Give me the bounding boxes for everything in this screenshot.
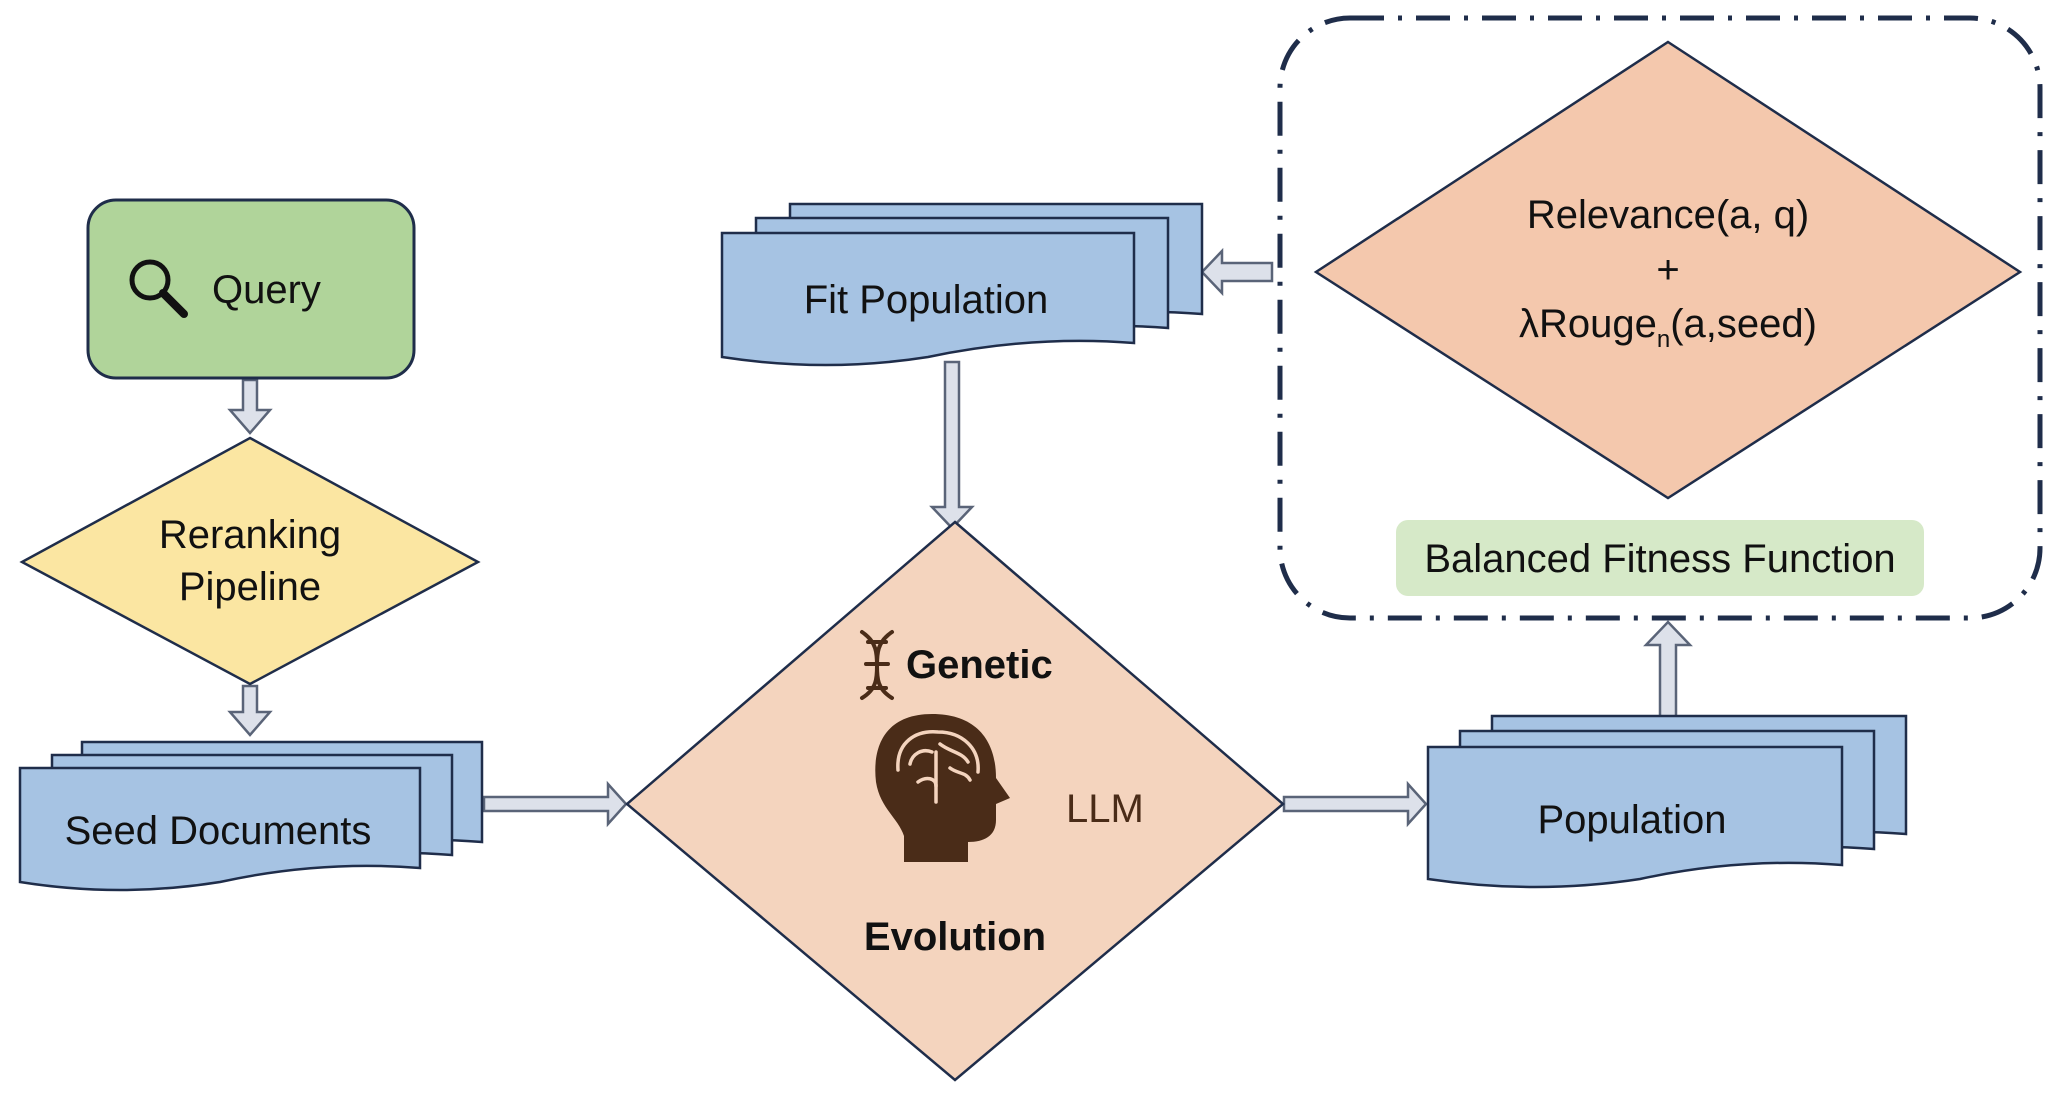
formula-line3: λRougen(a,seed) (1519, 302, 1817, 353)
arrow-reranking-to-seed (227, 684, 273, 737)
query-label: Query (212, 268, 321, 312)
llm-label: LLM (1066, 787, 1144, 831)
reranking-pipeline-node: Reranking Pipeline (19, 436, 481, 686)
reranking-label-line1: Reranking (159, 513, 341, 557)
seed-documents-node: Seed Documents (18, 740, 484, 892)
population-node: Population (1426, 714, 1908, 889)
formula-line1: Relevance(a, q) (1527, 193, 1809, 237)
balanced-fitness-label: Balanced Fitness Function (1424, 537, 1895, 581)
seed-documents-label: Seed Documents (65, 809, 372, 853)
arrow-evolution-to-population (1282, 780, 1428, 828)
arrow-query-to-reranking (227, 378, 273, 435)
fit-population-node: Fit Population (720, 202, 1204, 367)
arrow-fitness-to-fitpop (1200, 247, 1274, 297)
genetic-evolution-node: Genetic LLM Evolution (625, 520, 1285, 1082)
evolution-label: Evolution (864, 915, 1046, 959)
population-label: Population (1537, 798, 1726, 842)
arrow-population-to-fitness (1643, 620, 1693, 720)
arrow-fitpop-to-evolution (929, 360, 975, 530)
dna-icon (860, 630, 894, 700)
fit-population-label: Fit Population (804, 278, 1049, 322)
search-icon (129, 259, 188, 318)
brain-head-icon (875, 714, 1010, 862)
fitness-region-border (1277, 15, 2043, 621)
formula-line3-suffix: (a,seed) (1670, 302, 1817, 346)
genetic-label: Genetic (906, 643, 1053, 687)
reranking-label-line2: Pipeline (179, 565, 321, 609)
formula-line2: + (1656, 248, 1679, 292)
formula-line3-subscript: n (1657, 326, 1670, 353)
query-node: Query (86, 198, 416, 380)
arrow-seed-to-evolution (482, 780, 628, 828)
formula-line3-prefix: λRouge (1519, 302, 1657, 346)
balanced-fitness-function-node: Balanced Fitness Function (1396, 520, 1924, 596)
fitness-formula-node: Relevance(a, q) + λRougen(a,seed) (1313, 40, 2023, 500)
